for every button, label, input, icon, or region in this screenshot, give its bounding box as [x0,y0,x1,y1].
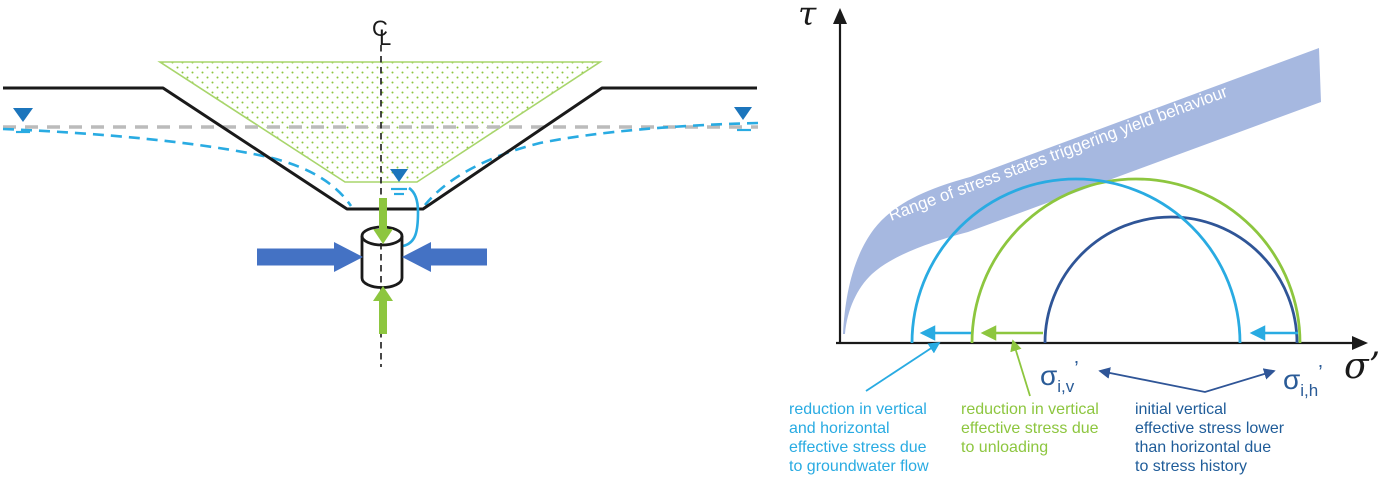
pointer-arrow-unloading [1010,339,1031,397]
tau-axis-label: τ [798,0,817,33]
sigma-iv-base: σ [1040,360,1058,391]
drawdown-curve-right [423,121,759,206]
water-table-icon-left [13,108,33,134]
centerline-symbol: C L [372,18,402,52]
mohr-circle-initial [1043,215,1299,344]
sigma-axis-arrowhead [1352,336,1368,350]
sigma-axis-label: σ’ [1344,346,1380,387]
sigma-ih-base: σ [1283,364,1301,395]
annotation-stress-history: initial vertical effective stress lower … [1135,401,1285,475]
sigma-iv-prime: ’ [1074,358,1079,380]
tau-axis [833,8,847,343]
mohr-circle-plot: Range of stress states triggering yield … [833,8,1368,397]
centerline-symbol-c: C [372,16,388,41]
annotation-unloading: reduction in vertical effective stress d… [961,401,1099,456]
sigma-axis [836,336,1368,350]
sigma-iv-subscript: i,v [1057,377,1075,396]
vertical-stress-arrow-up [373,286,393,334]
excavated-soil-zone [157,61,603,183]
annotation-groundwater-flow: reduction in vertical and horizontal eff… [789,401,929,475]
yield-band [843,48,1321,334]
horizontal-stress-arrow-left [257,242,363,272]
mohr-circle-after-groundwater-flow [910,177,1242,344]
water-table-icon-center [390,169,408,196]
tau-axis-arrowhead [833,8,847,24]
sigma-ih-prime: ’ [1318,362,1323,384]
mohr-circle-after-unloading [970,177,1302,344]
horizontal-stress-arrow-right [402,242,487,272]
water-table-icon-right [734,107,752,132]
pointer-arrow-stress-history [1098,367,1276,393]
seepage-path-curve [402,186,420,248]
drawdown-curve-left [2,127,353,207]
centerline-symbol-l: L [379,25,392,50]
sigma-ih-subscript: i,h [1300,381,1319,400]
sigma-iv-label: σi,v’ [1040,343,1079,395]
pointer-arrow-groundwater [865,342,941,392]
vertical-unloading-arrow-down [373,198,393,244]
sigma-ih-label: σi,h’ [1283,347,1323,399]
excavation-section [2,45,759,367]
